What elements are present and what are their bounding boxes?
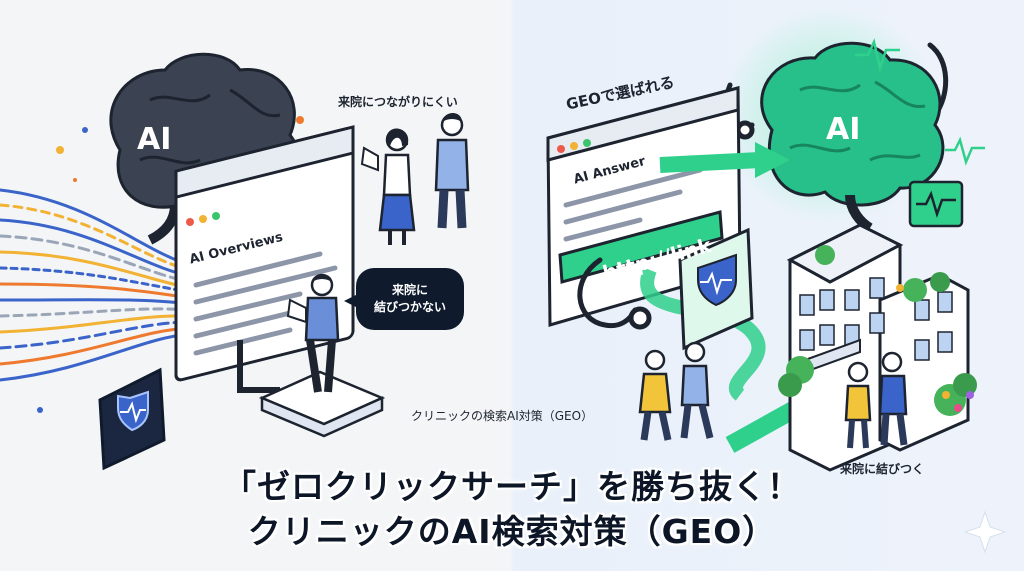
left-brain-label: AI <box>137 122 172 157</box>
heart-monitor-badge <box>908 180 964 228</box>
right-brain-label: AI <box>826 112 861 147</box>
speech-bubble: 来院に 結びつかない <box>344 268 464 330</box>
data-stream-lines <box>0 188 192 382</box>
walking-people <box>638 341 908 449</box>
caption-clinic-geo: クリニックの検索AI対策（GEO） <box>411 409 594 423</box>
headline-line-2: クリニックのAI検索対策（GEO） <box>247 512 777 551</box>
headline-line-1: 「ゼロクリックサーチ」を勝ち抜く！ <box>223 467 801 506</box>
reading-person-center <box>286 273 340 393</box>
clinic-building <box>786 223 970 472</box>
shield-badge-right <box>678 227 754 351</box>
pedestal <box>258 370 386 438</box>
green-brain <box>760 41 945 233</box>
standing-person-man <box>434 113 470 229</box>
greenery <box>778 245 977 416</box>
sparkle-icon <box>963 510 1007 554</box>
caption-leads-to-visit: 来院に結びつく <box>840 462 925 476</box>
bubble-line-2: 結びつかない <box>373 300 446 314</box>
heartbeat-lines <box>855 38 985 166</box>
bubble-line-1: 来院に <box>391 283 428 297</box>
shield-badge-left <box>98 367 166 471</box>
caption-hard-to-reach: 来院につながりにくい <box>338 95 458 109</box>
stethoscope-bottom <box>577 257 652 330</box>
reading-person-woman <box>360 128 416 245</box>
